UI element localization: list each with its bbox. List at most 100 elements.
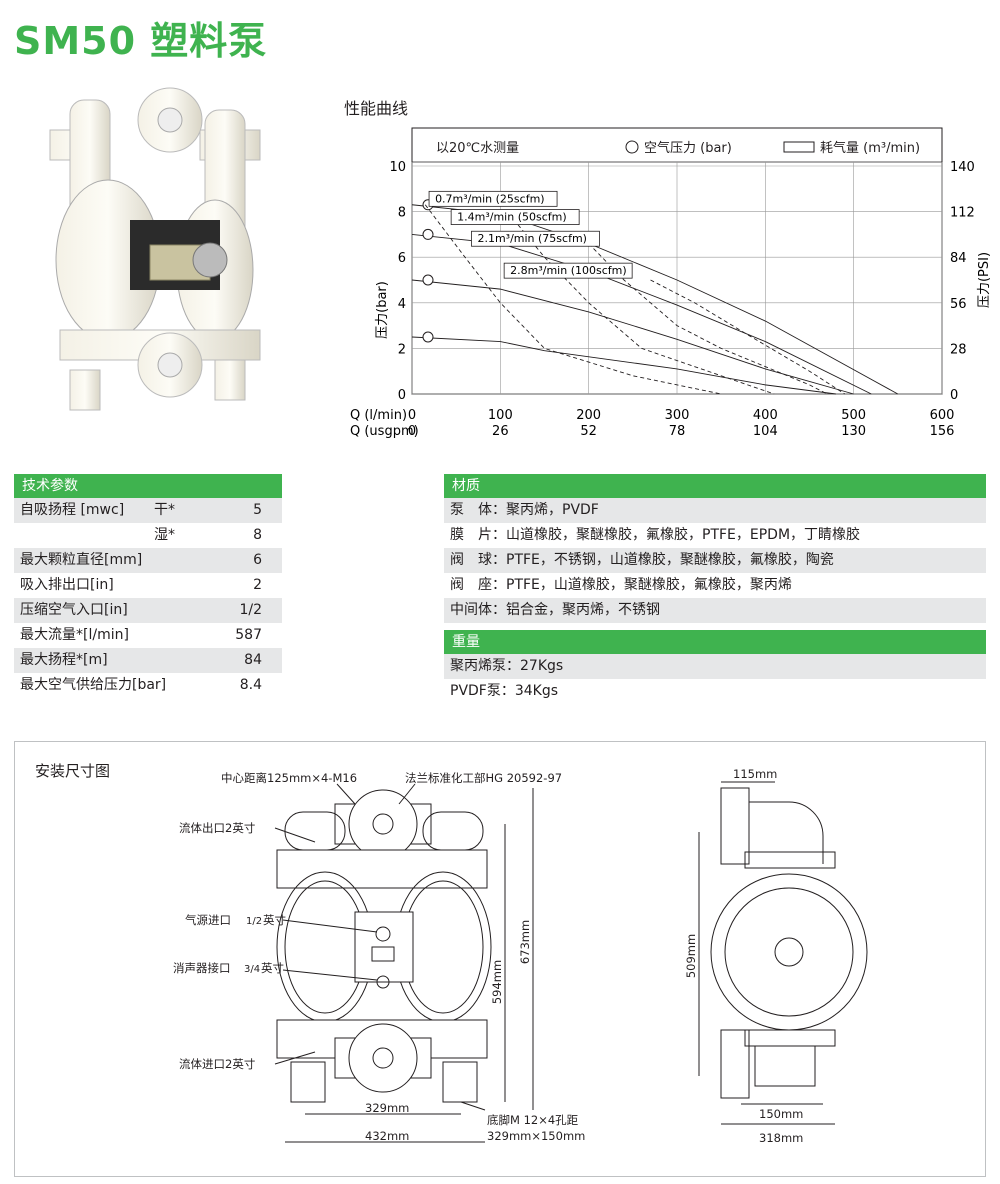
material-row: 泵 体：聚丙烯，PVDF [444, 498, 986, 523]
legend-box-icon [783, 141, 815, 153]
spec-row: 自吸扬程 [mwc] 干* 5 [14, 498, 282, 523]
dim-muffler-text: 消声器接口 [173, 961, 231, 975]
x-tick-label: 600 [930, 408, 955, 423]
dim-432: 432mm [365, 1129, 409, 1143]
y-tick-label-psi: 28 [950, 342, 967, 357]
material-row: 阀 座：PTFE，山道橡胶，聚醚橡胶，氟橡胶，聚丙烯 [450, 577, 792, 593]
pressure-marker [422, 331, 434, 343]
spec-value: 587 [235, 627, 262, 643]
legend-circle-icon [625, 140, 639, 154]
dim-flange-standard: 法兰标准化工部HG 20592-97 [405, 771, 562, 785]
dim-muffler: 消声器接口 3/4 英寸 [173, 961, 284, 975]
air-label-box [450, 209, 580, 225]
spec-sub: 湿* [154, 527, 175, 543]
dim-509: 509mm [684, 934, 698, 978]
spec-label: 最大流量*[l/min] [20, 627, 129, 643]
x-tick-label: 200 [576, 408, 601, 423]
spec-value: 1/2 [239, 602, 262, 618]
air-label-box [428, 190, 558, 207]
dim-air-inlet-unit: 英寸 [263, 913, 286, 927]
spec-row: 吸入排出口[in] 2 [14, 573, 282, 598]
dim-115: 115mm [733, 767, 777, 781]
weight-row: PVDF泵：34Kgs [450, 683, 559, 699]
spec-row: 最大颗粒直径[mm] 6 [14, 548, 282, 573]
y-label-left: 压力(bar) [375, 281, 390, 339]
y-tick-label-psi: 112 [950, 206, 975, 221]
y-tick-label-psi: 56 [950, 297, 967, 312]
dim-flange-center: 中心距离125mm×4-M16 [221, 771, 357, 785]
legend-air-pressure: 空气压力 (bar) [644, 140, 732, 156]
material-table: 材质 泵 体：聚丙烯，PVDF 膜 片：山道橡胶，聚醚橡胶，氟橡胶，PTFE，EP… [444, 474, 986, 623]
pressure-marker [422, 228, 434, 240]
dim-329: 329mm [365, 1101, 409, 1115]
y-label-right: 压力(PSI) [977, 252, 990, 308]
material-row: 中间体：铝合金，聚丙烯，不锈钢 [444, 598, 986, 623]
dim-air-inlet: 气源进口 1/2 英寸 [185, 913, 286, 927]
pump-photo [49, 87, 261, 411]
dim-673: 673mm [518, 920, 532, 964]
y-tick-label: 10 [389, 160, 406, 175]
dim-318: 318mm [759, 1131, 803, 1145]
dim-foot-spacing: 329mm×150mm [487, 1129, 585, 1143]
weight-heading: 重量 [444, 630, 986, 654]
spec-label: 自吸扬程 [mwc] [20, 502, 125, 518]
material-row: 阀 球：PTFE，不锈钢，山道橡胶，聚醚橡胶，氟橡胶，陶瓷 [444, 548, 986, 573]
dim-muffler-frac: 3/4 [244, 964, 260, 975]
x-tick-label-usgpm: 156 [930, 424, 955, 439]
dimension-drawing: 中心距离125mm×4-M16 法兰标准化工部HG 20592-97 流体出口2… [173, 767, 868, 1145]
spec-value: 8 [253, 527, 262, 543]
dim-outlet: 流体出口2英寸 [179, 821, 255, 835]
x-tick-label-usgpm: 78 [669, 424, 686, 439]
spec-label: 最大扬程*[m] [20, 652, 108, 668]
air-consumption-line [650, 279, 846, 395]
y-tick-label: 2 [398, 342, 406, 357]
dim-air-inlet-frac: 1/2 [246, 916, 262, 927]
y-tick-label-psi: 140 [950, 160, 975, 175]
y-tick-label: 8 [398, 206, 406, 221]
spec-label: 压缩空气入口[in] [20, 602, 128, 618]
x-tick-label-usgpm: 0 [408, 424, 416, 439]
y-tick-label-psi: 84 [950, 251, 967, 266]
spec-label: 吸入排出口[in] [20, 577, 114, 593]
spec-label: 最大颗粒直径[mm] [20, 552, 143, 568]
dimension-panel: 安装尺寸图 [14, 741, 986, 1177]
x-tick-label: 100 [488, 408, 513, 423]
spec-value: 6 [253, 552, 262, 568]
dim-594: 594mm [490, 960, 504, 1004]
material-row: 膜 片：山道橡胶，聚醚橡胶，氟橡胶，PTFE，EPDM，丁睛橡胶 [450, 527, 861, 543]
x-label-lpm: Q (l/min) [350, 408, 407, 423]
spec-label: 最大空气供给压力[bar] [20, 677, 167, 693]
spec-row: 湿* 8 [14, 523, 282, 548]
x-tick-label-usgpm: 26 [492, 424, 509, 439]
dimension-title: 安装尺寸图 [35, 762, 111, 780]
page-title: SM50 塑料泵 [14, 19, 268, 63]
dim-150: 150mm [759, 1107, 803, 1121]
x-tick-label: 500 [841, 408, 866, 423]
x-label-usgpm: Q (usgpm) [350, 424, 419, 439]
chart-title: 性能曲线 [344, 99, 409, 118]
spec-value: 2 [253, 577, 262, 593]
y-tick-label: 6 [398, 251, 406, 266]
spec-value: 84 [244, 652, 262, 668]
dim-foot: 底脚M 12×4孔距 [487, 1113, 579, 1127]
air-label: 1.4m³/min (50scfm) [457, 211, 567, 224]
spec-value: 5 [253, 502, 262, 518]
air-consumption-line [424, 204, 722, 395]
spec-sub: 干* [154, 502, 175, 518]
spec-value: 8.4 [239, 677, 262, 693]
spec-row: 最大扬程*[m] 84 [14, 648, 282, 673]
air-consumption-line [508, 213, 775, 395]
x-tick-label: 400 [753, 408, 778, 423]
y-tick-label-psi: 0 [950, 388, 958, 403]
x-tick-label-usgpm: 130 [841, 424, 866, 439]
dim-muffler-unit: 英寸 [261, 961, 284, 975]
x-tick-label: 300 [665, 408, 690, 423]
x-tick-label: 0 [408, 408, 416, 423]
air-label: 2.1m³/min (75scfm) [477, 232, 587, 245]
y-tick-label: 4 [398, 297, 406, 312]
material-heading: 材质 [444, 474, 986, 498]
spec-row: 最大空气供给压力[bar] 8.4 [14, 673, 282, 698]
